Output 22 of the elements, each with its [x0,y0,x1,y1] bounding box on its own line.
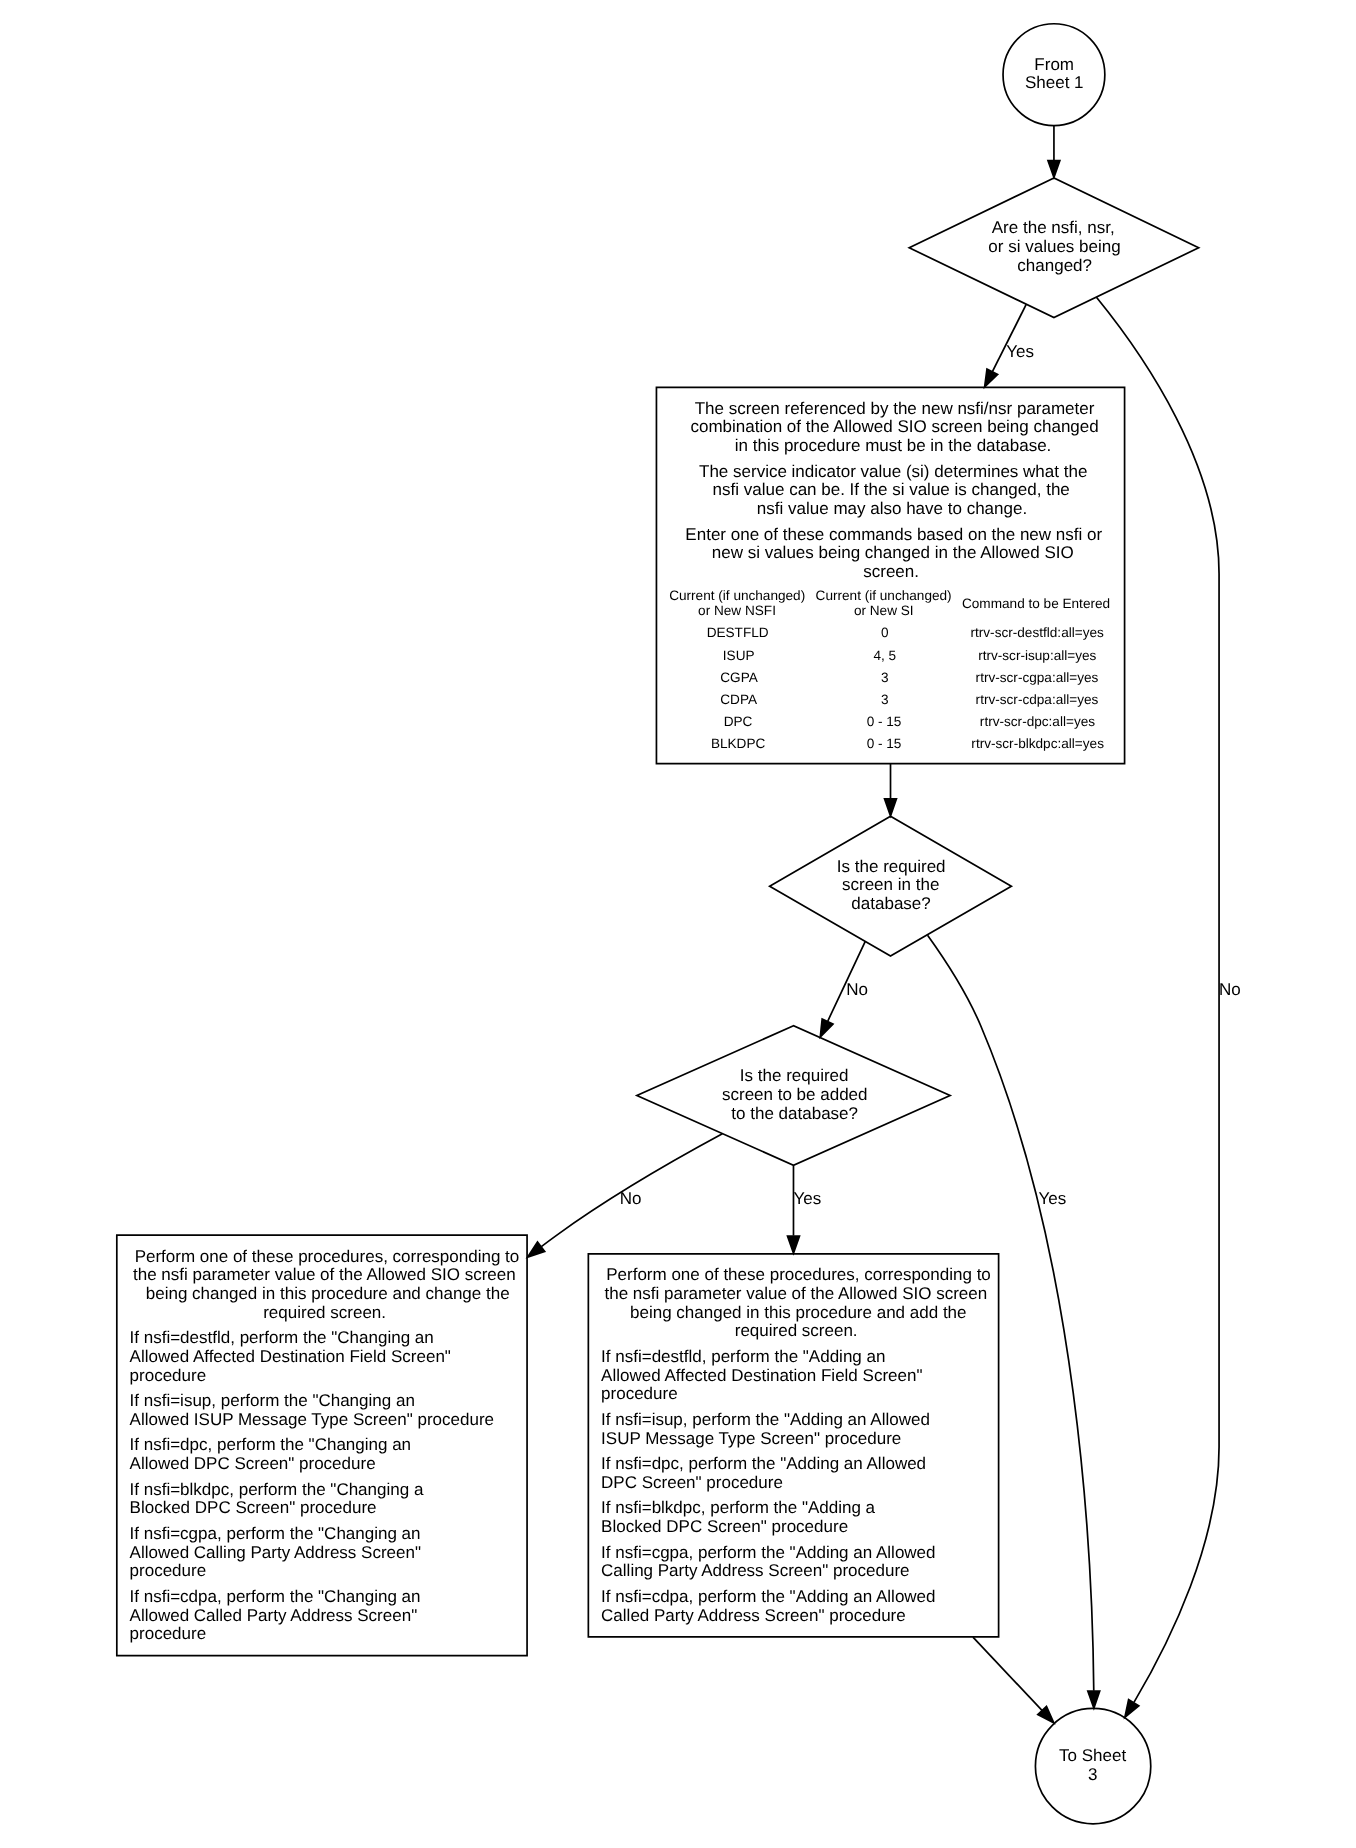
edge-label: No [1218,979,1240,1000]
arrow [925,934,1100,1711]
node-diamond: Are the nsfi, nsr, or si values being changed? [906,177,1200,319]
arrow [1094,296,1219,1720]
arrow [1045,124,1061,181]
node-box: Perform one of these procedures, corresponding to the nsfi parameter value of the Allowed SIO screen being changed in this procedure and change the required screen. If nsfi=destfld, perform the "Changing an Allowed Affected Destination Field Screen" procedure If nsfi=isup, perform the "Changing an Allowed ISUP Message Type Screen" procedure If nsfi=dpc, perform the "Changing an Allowed DPC Screen" procedure If nsfi=blkdpc, perform the "Changing a Blocked DPC Screen" procedure If nsfi=cgpa, perform the "Changing an Allowed Calling Party Address Screen" procedure If nsfi=cdpa, perform the "Changing an Allowed Called Party Address Screen" procedure [114,1234,527,1657]
edge-label: Yes [792,1188,821,1209]
node-diamond: Is the required screen to be added to the database? [633,1024,952,1167]
arrow [785,1164,800,1256]
node-box: Perform one of these procedures, corresponding to the nsfi parameter value of the Allowed SIO screen being changed in this procedure and add the required screen. If nsfi=destfld, perform the "Adding an Allowed Affected Destination Field Screen" procedure If nsfi=isup, perform the "Adding an Allowed ISUP Message Type Screen" procedure If nsfi=dpc, perform the "Adding an Allowed DPC Screen" procedure If nsfi=blkdpc, perform the "Adding a Blocked DPC Screen" procedure If nsfi=cgpa, perform the "Adding an Allowed Calling Party Address Screen" procedure If nsfi=cdpa, perform the "Adding an Allowed Called Party Address Screen" procedure [586,1253,999,1638]
arrow [818,940,866,1040]
arrow [882,763,897,819]
node-diamond: Is the required screen in the database? [766,815,1013,957]
edge-label: Yes [1037,1188,1066,1209]
edge-label: No [618,1188,641,1209]
arrow [524,1133,723,1259]
arrow [971,1636,1055,1725]
edge-label: No [845,979,867,1000]
edge-label: Yes [1005,340,1034,361]
node-circle: From Sheet 1 [1001,22,1105,127]
node-circle: To Sheet 3 [1033,1707,1151,1825]
arrow [982,303,1027,390]
